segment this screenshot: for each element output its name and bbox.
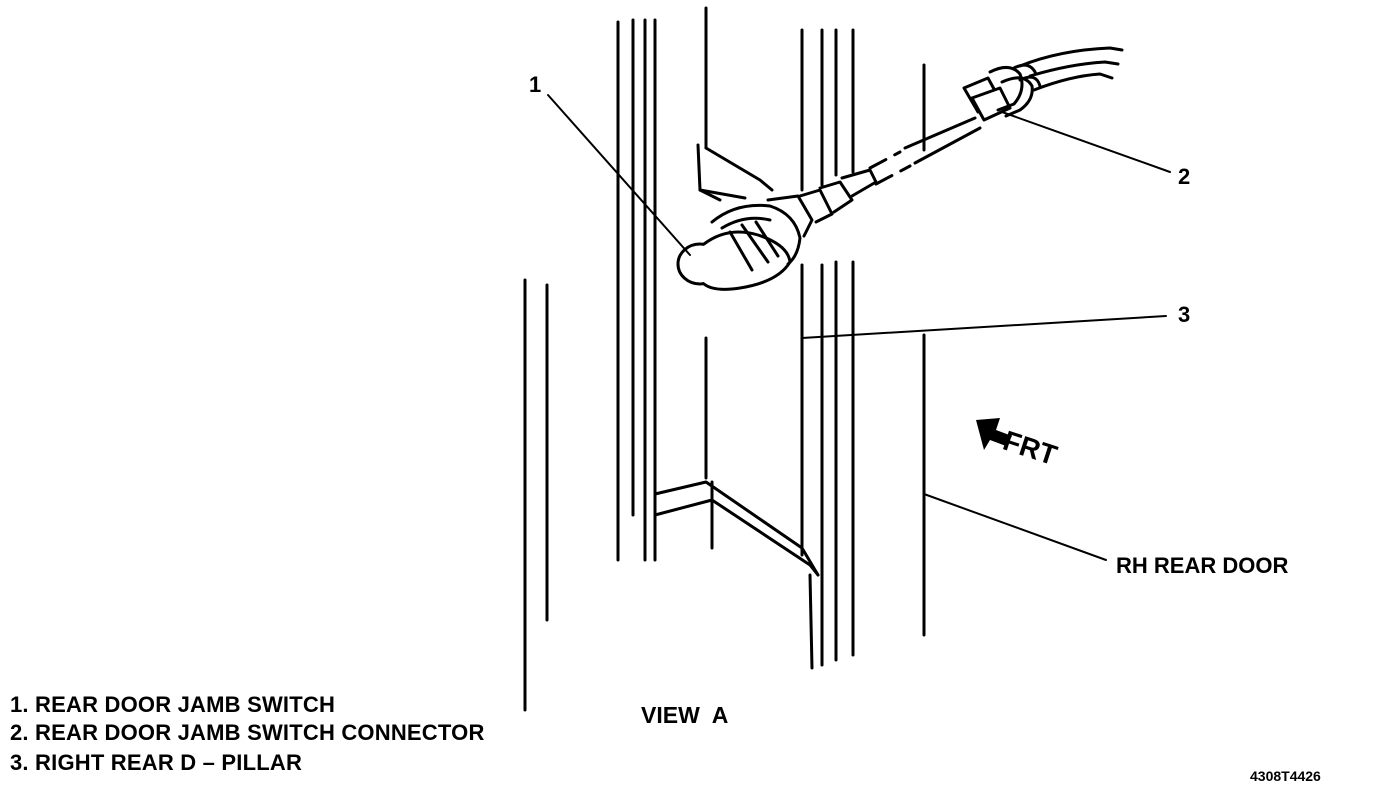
callout-2: 2 xyxy=(1178,164,1191,189)
callout-3: 3 xyxy=(1178,302,1191,327)
rh-rear-door-label: RH REAR DOOR xyxy=(1116,553,1289,578)
jamb-switch-connector xyxy=(962,63,1042,122)
leader-lines xyxy=(547,94,1171,561)
jamb-switch xyxy=(676,168,878,291)
legend-item-3: 3. RIGHT REAR D – PILLAR xyxy=(10,750,303,775)
figure-code: 4308T4426 xyxy=(1250,768,1321,784)
callout-1: 1 xyxy=(529,72,542,97)
d-pillar xyxy=(616,6,855,670)
view-label: VIEW A xyxy=(641,702,729,728)
legend-item-2: 2. REAR DOOR JAMB SWITCH CONNECTOR xyxy=(10,720,485,745)
wiring-harness xyxy=(868,116,982,186)
legend-item-1: 1. REAR DOOR JAMB SWITCH xyxy=(10,692,336,717)
wire-leads xyxy=(1018,46,1124,92)
left-pillar-edge xyxy=(523,278,549,712)
front-direction-arrow-icon xyxy=(976,418,1012,450)
